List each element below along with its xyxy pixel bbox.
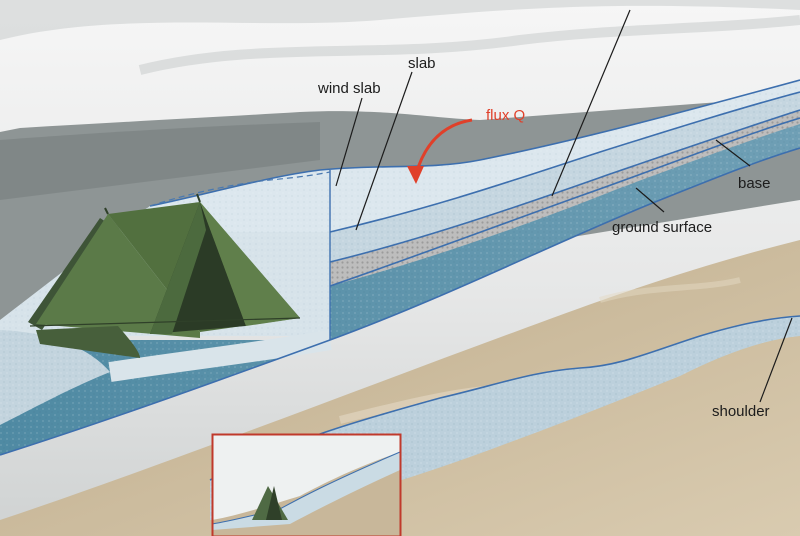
flux-arrow <box>414 118 473 175</box>
label-wind-slab: wind slab <box>317 80 381 97</box>
leader-ground-surface <box>635 187 665 213</box>
cloud-wisp <box>138 15 800 75</box>
inset-thumbnail <box>211 433 402 536</box>
leader-wind-slab <box>335 97 363 187</box>
inset-border <box>211 433 402 536</box>
label-base: base <box>738 175 771 192</box>
ground-streak <box>599 277 741 303</box>
leader-gravel <box>551 9 631 197</box>
tent <box>28 193 301 358</box>
cloud-wisp <box>0 0 800 40</box>
label-ground-surface: ground surface <box>612 219 712 236</box>
leader-base <box>715 139 751 167</box>
leader-shoulder <box>759 317 793 403</box>
leader-slab <box>355 71 413 231</box>
snow-ledge <box>108 330 332 382</box>
label-shoulder: shoulder <box>712 403 770 420</box>
label-slab: slab <box>408 55 436 72</box>
flux-arrow-head <box>407 166 424 184</box>
label-flux: flux Q <box>486 107 525 124</box>
cloud-band-shadow <box>0 122 320 200</box>
ground-surface-area <box>0 240 800 536</box>
